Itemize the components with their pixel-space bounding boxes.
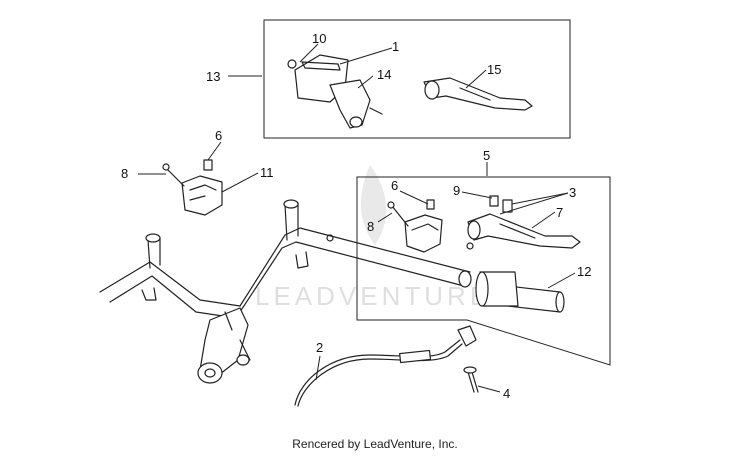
brake-lever-15 [423,77,533,111]
bolt-4 [463,366,479,393]
callout-8a: 8 [121,166,128,181]
footer-credit: Rencered by LeadVenture, Inc. [292,437,458,451]
clutch-lever-7 [466,195,581,250]
watermark: LEADVENTURE [255,165,491,311]
callouts: 1 10 13 14 15 5 6 8 11 6 9 3 7 8 12 2 4 [121,31,591,401]
callout-11: 11 [260,165,274,180]
switch-housing-right [387,199,443,253]
callout-15: 15 [487,62,501,77]
callout-2: 2 [316,340,323,355]
assembly-box-13 [263,19,571,139]
callout-13: 13 [206,69,220,84]
callout-7: 7 [556,205,563,220]
callout-3: 3 [569,185,576,200]
callout-6b: 6 [391,178,398,193]
callout-8b: 8 [367,219,374,234]
leader-lines [138,43,576,393]
callout-9: 9 [453,183,460,198]
handlebar-frame [99,199,472,384]
watermark-text: LEADVENTURE [255,281,491,311]
switch-housing-11 [162,159,223,216]
callout-6a: 6 [215,128,222,143]
throttle-grip [475,271,565,313]
callout-4: 4 [503,386,510,401]
callout-5: 5 [483,148,490,163]
callout-1: 1 [392,39,399,54]
throttle-cable [294,325,477,407]
callout-10: 10 [312,31,326,46]
master-cylinder [287,54,383,129]
assembly-box-5 [356,176,611,366]
callout-12: 12 [577,264,591,279]
callout-14: 14 [377,67,391,82]
